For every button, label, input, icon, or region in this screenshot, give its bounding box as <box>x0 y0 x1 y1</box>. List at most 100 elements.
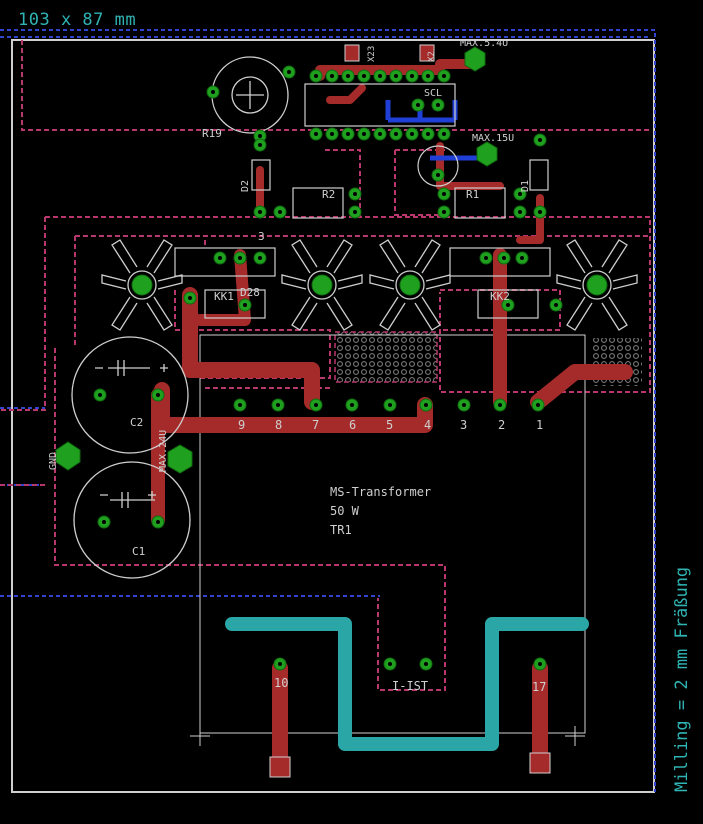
transformer-pin-label: 3 <box>460 418 467 432</box>
via-hole <box>188 296 192 300</box>
via-hole <box>442 192 446 196</box>
capacitors <box>71 336 191 579</box>
components <box>174 159 551 319</box>
transformer-pin-label: 5 <box>386 418 393 432</box>
via-hole <box>243 303 247 307</box>
vias <box>93 65 608 671</box>
via-hole <box>436 173 440 177</box>
label-gnd: GND <box>48 452 59 470</box>
via-hole <box>518 210 522 214</box>
label-kk1: KK1 <box>214 290 234 303</box>
via-hole <box>388 403 392 407</box>
via-hole <box>350 403 354 407</box>
hex-pads <box>55 46 498 474</box>
label-x2: X2 <box>427 51 437 62</box>
via-hole <box>98 393 102 397</box>
via-hole <box>378 132 382 136</box>
via-hole <box>362 132 366 136</box>
via-hole <box>442 74 446 78</box>
label-d1: D1 <box>520 180 531 192</box>
via-hole <box>314 74 318 78</box>
board-dimensions: 103 x 87 mm <box>18 10 137 30</box>
milling-slot <box>225 617 589 751</box>
via-hole <box>276 403 280 407</box>
via-hole <box>410 74 414 78</box>
label-d2: D2 <box>240 180 251 192</box>
label-d28: D28 <box>240 286 260 299</box>
label-c1: C1 <box>132 545 145 558</box>
keepout-areas <box>0 40 651 691</box>
via-hole <box>353 210 357 214</box>
heatsinks <box>101 239 638 331</box>
via-hole <box>554 303 558 307</box>
label-x23: X23 <box>367 46 377 62</box>
via-hole <box>484 256 488 260</box>
via-hole <box>156 520 160 524</box>
via-hole <box>258 256 262 260</box>
via-hole <box>211 90 215 94</box>
transformer-pin-label: 8 <box>275 418 282 432</box>
via-hole <box>442 132 446 136</box>
trimmer <box>417 145 459 187</box>
via-hole <box>394 74 398 78</box>
via-hole <box>362 74 366 78</box>
via-hole <box>426 132 430 136</box>
mounting-pad <box>586 274 608 296</box>
via-hole <box>426 74 430 78</box>
label-kk2: KK2 <box>490 290 510 303</box>
via-hole <box>436 103 440 107</box>
board-outline <box>11 39 655 793</box>
label-max5: MAX.5.4U <box>460 38 508 49</box>
transformer-pin-label: 1 <box>536 418 543 432</box>
via-hole <box>410 132 414 136</box>
via-hole <box>346 74 350 78</box>
via-hole <box>218 256 222 260</box>
mounting-pad <box>131 274 153 296</box>
via-hole <box>330 132 334 136</box>
via-hole <box>538 210 542 214</box>
transformer-outline <box>199 334 586 734</box>
via-hole <box>388 662 392 666</box>
via-hole <box>394 132 398 136</box>
transformer-ref: TR1 <box>330 523 352 537</box>
via-hole <box>506 303 510 307</box>
via-hole <box>378 74 382 78</box>
via-hole <box>353 192 357 196</box>
via-hole <box>258 134 262 138</box>
label-max15: MAX.15U <box>472 133 514 144</box>
label-ic3: 3 <box>258 230 265 243</box>
via-hole <box>278 662 282 666</box>
via-hole <box>278 210 282 214</box>
via-hole <box>424 403 428 407</box>
via-hole <box>314 403 318 407</box>
copper-traces <box>151 59 633 768</box>
transformer-pin-label: 6 <box>349 418 356 432</box>
via-hole <box>462 403 466 407</box>
label-r19: R19 <box>202 127 222 140</box>
left-dashed-lines <box>0 407 380 597</box>
pin-17-label: 17 <box>532 680 546 694</box>
transformer-pin-label: 9 <box>238 418 245 432</box>
label-r1: R1 <box>466 188 479 201</box>
pin-10-label: 10 <box>274 676 288 690</box>
transformer-pin-label: 2 <box>498 418 505 432</box>
potentiometer-r19 <box>211 56 289 134</box>
via-hole <box>238 256 242 260</box>
via-hole <box>258 143 262 147</box>
transformer-pin-label: 7 <box>312 418 319 432</box>
via-hole <box>538 662 542 666</box>
via-hole <box>498 403 502 407</box>
component-labels: R19 R2 R1 KK1 D28 KK2 3 C2 C1 MAX.5.4U M… <box>48 38 531 558</box>
via-hole <box>424 662 428 666</box>
transformer-power: 50 W <box>330 504 360 518</box>
label-c2: C2 <box>130 416 143 429</box>
ic-outline <box>304 83 456 127</box>
smd-pads <box>269 44 551 778</box>
transformer-name: MS-Transformer <box>330 485 431 499</box>
via-hole <box>502 256 506 260</box>
label-max24: MAX.24U <box>158 430 169 472</box>
via-hole <box>330 74 334 78</box>
via-hole <box>346 132 350 136</box>
via-hole <box>314 132 318 136</box>
